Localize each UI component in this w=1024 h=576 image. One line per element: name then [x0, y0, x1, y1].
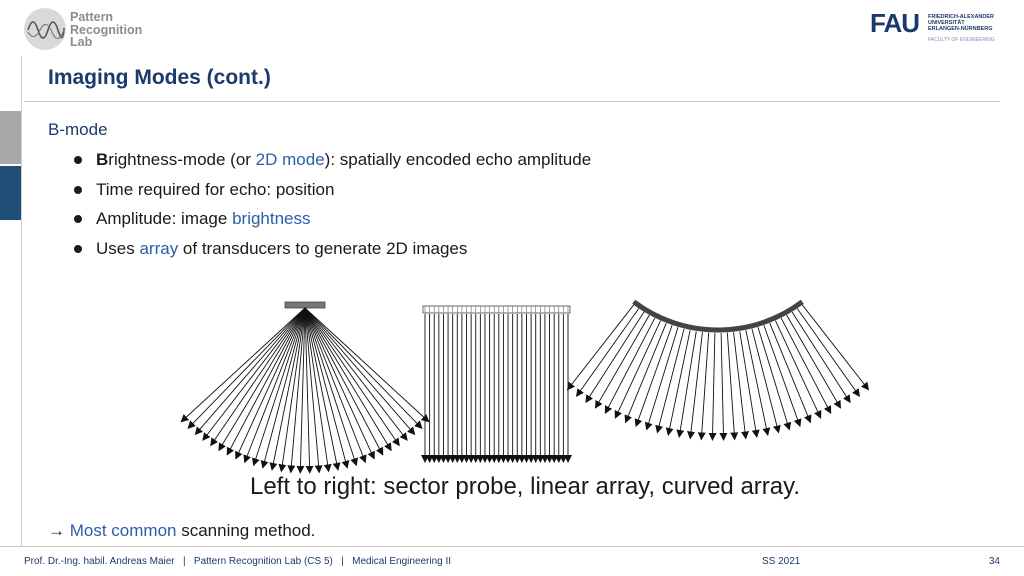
beam-arrow: [304, 307, 332, 473]
beam-arrow: [226, 307, 306, 456]
bullet-item: Brightness-mode (or 2D mode): spatially …: [72, 148, 591, 178]
curved-transducer-arc: [632, 299, 804, 333]
wave-logo-icon: [24, 8, 66, 50]
beam-arrow: [243, 307, 306, 464]
footer: Prof. Dr.-Ing. habil. Andreas Maier | Pa…: [24, 556, 1000, 567]
beam-arrow: [763, 325, 802, 428]
fau-logo-wordmark: FAU: [870, 8, 920, 38]
title-divider: [24, 101, 1000, 102]
beam-arrow: [791, 311, 851, 404]
beam-arrow: [218, 307, 306, 452]
beam-arrow: [269, 307, 306, 471]
beam-arrow: [278, 307, 306, 473]
beam-arrow: [202, 307, 306, 441]
fau-logo-faculty: FACULTY OF ENGINEERING: [928, 37, 995, 43]
beam-arrow: [194, 307, 306, 436]
beam-arrow: [604, 317, 656, 415]
beam-arrow: [260, 307, 306, 469]
figure-caption: Left to right: sector probe, linear arra…: [249, 473, 801, 500]
beam-arrow: [786, 314, 842, 409]
beam-arrow: [304, 307, 408, 441]
beam-arrow: [719, 332, 728, 441]
beam-arrow: [708, 332, 717, 441]
beam-arrow: [304, 307, 400, 447]
beam-arrow: [304, 307, 341, 471]
fau-logo-university: FRIEDRICH-ALEXANDER UNIVERSITÄT ERLANGEN…: [928, 14, 994, 32]
conclusion-text: → Most common scanning method.: [48, 521, 316, 540]
side-nav-marker-inactive: [0, 111, 21, 164]
section-heading: B-mode: [48, 120, 108, 139]
beam-arrow: [614, 320, 661, 419]
beam-arrow: [576, 308, 640, 397]
beam-arrow: [304, 307, 423, 429]
beam-arrow: [566, 304, 635, 391]
bullet-item: Amplitude: image brightness: [72, 207, 591, 237]
beam-arrow: [304, 307, 367, 464]
linear-array-diagram: [421, 305, 572, 463]
beam-arrow: [676, 331, 697, 438]
bullet-item: Time required for echo: position: [72, 178, 591, 208]
beam-arrow: [801, 304, 870, 391]
beam-arrow: [687, 332, 703, 440]
side-divider: [21, 56, 22, 546]
beam-arrow: [745, 330, 771, 436]
prl-logo-text: Pattern Recognition Lab: [70, 10, 143, 49]
beam-arrow: [304, 307, 416, 436]
bullet-list: Brightness-mode (or 2D mode): spatially …: [72, 148, 591, 266]
sector-probe-diagram: [180, 301, 430, 474]
beam-arrow: [634, 325, 673, 428]
beam-arrow: [304, 307, 392, 452]
beam-arrow: [733, 332, 749, 440]
beam-arrow: [775, 320, 822, 419]
beam-arrow: [304, 307, 358, 467]
beam-arrow: [585, 311, 645, 404]
beam-arrow: [252, 307, 306, 467]
beam-arrow: [780, 317, 832, 415]
footer-credits: Prof. Dr.-Ing. habil. Andreas Maier | Pa…: [24, 556, 452, 567]
beam-arrow: [287, 307, 306, 474]
beam-arrow: [304, 307, 323, 474]
fau-logo: FAU FRIEDRICH-ALEXANDER UNIVERSITÄT ERLA…: [870, 10, 1000, 46]
footer-semester: SS 2021: [762, 556, 801, 567]
beam-arrow: [665, 330, 691, 436]
beam-arrow: [796, 308, 860, 397]
slide-title: Imaging Modes (cont.): [48, 66, 271, 89]
side-nav-marker-active: [0, 166, 21, 220]
beam-arrow: [624, 322, 667, 424]
arrow-icon: →: [48, 521, 65, 540]
beam-arrow: [210, 307, 306, 447]
beam-arrow: [180, 307, 306, 423]
beam-arrow: [235, 307, 306, 460]
beam-arrow: [751, 328, 781, 434]
beam-arrow: [304, 307, 350, 469]
pattern-recognition-lab-logo: Pattern Recognition Lab: [24, 8, 154, 54]
beam-arrow: [187, 307, 306, 429]
beam-arrow: [296, 307, 306, 474]
footer-divider: [0, 546, 1024, 547]
curved-array-diagram: [566, 299, 870, 441]
beam-arrow: [726, 332, 739, 441]
beam-arrow: [644, 327, 679, 431]
page-number: 34: [988, 556, 1000, 567]
beam-arrow: [304, 307, 375, 460]
beam-arrow: [304, 307, 384, 456]
linear-transducer-bar: [422, 305, 571, 314]
beam-arrow: [697, 332, 710, 441]
beam-arrow: [769, 322, 812, 424]
beam-arrow: [304, 307, 430, 423]
bullet-item: Uses array of transducers to generate 2D…: [72, 237, 591, 267]
beam-arrow: [739, 331, 760, 438]
beam-arrow: [594, 314, 650, 409]
beam-arrow: [655, 328, 685, 434]
beam-arrow: [304, 307, 314, 474]
beam-arrow: [757, 327, 792, 431]
